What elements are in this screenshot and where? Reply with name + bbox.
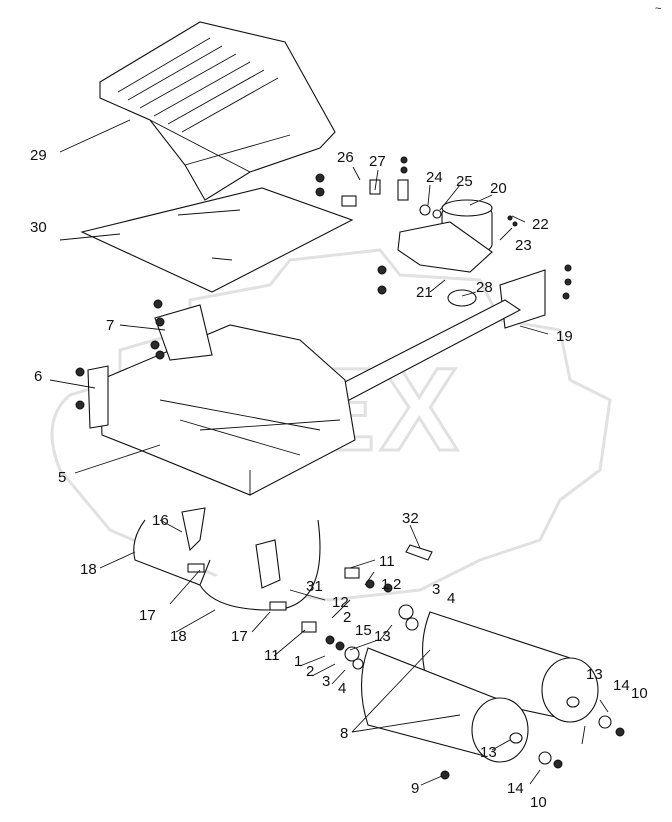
callout-13: 13 — [586, 666, 603, 683]
callout-18: 18 — [80, 561, 97, 578]
callout-10: 10 — [530, 794, 547, 811]
callout-12: 12 — [332, 594, 349, 611]
corner-mark: ~ — [655, 3, 661, 15]
callout-3: 3 — [432, 581, 440, 598]
callout-10: 10 — [631, 685, 648, 702]
callout-1: 1 — [381, 576, 389, 593]
tank-straps — [133, 507, 321, 611]
callout-labels: 29 30 26 27 24 25 20 22 23 21 28 19 7 6 … — [30, 147, 648, 811]
callout-27: 27 — [369, 153, 386, 170]
callout-17: 17 — [139, 607, 156, 624]
fittings-upper — [315, 156, 442, 295]
tank-fittings — [301, 544, 433, 670]
callout-26: 26 — [337, 149, 354, 166]
callout-2: 2 — [393, 576, 401, 593]
callout-32: 32 — [402, 510, 419, 527]
callout-1: 1 — [294, 653, 302, 670]
callout-4: 4 — [338, 680, 346, 697]
callout-15: 15 — [355, 622, 372, 639]
callout-28: 28 — [476, 279, 493, 296]
leader-lines — [49, 119, 609, 786]
callout-19: 19 — [556, 328, 573, 345]
callout-2: 2 — [343, 609, 351, 626]
air-tanks — [361, 611, 625, 780]
callout-2: 2 — [306, 663, 314, 680]
callout-9: 9 — [411, 780, 419, 797]
callout-11: 11 — [264, 647, 280, 664]
callout-18: 18 — [170, 628, 187, 645]
callout-24: 24 — [426, 169, 443, 186]
callout-22: 22 — [532, 216, 549, 233]
callout-13: 13 — [480, 744, 497, 761]
callout-5: 5 — [58, 469, 66, 486]
callout-29: 29 — [30, 147, 47, 164]
callout-11: 11 — [379, 553, 395, 570]
callout-4: 4 — [447, 590, 455, 607]
callout-25: 25 — [456, 173, 473, 190]
callout-13: 13 — [374, 628, 391, 645]
callout-7: 7 — [106, 317, 114, 334]
callout-14: 14 — [613, 677, 630, 694]
battery-cover — [99, 21, 336, 201]
callout-30: 30 — [30, 219, 47, 236]
callout-21: 21 — [416, 284, 433, 301]
callout-16: 16 — [152, 512, 169, 529]
callout-6: 6 — [34, 368, 42, 385]
battery-pad — [80, 187, 354, 293]
callout-31: 31 — [306, 578, 323, 595]
callout-23: 23 — [515, 237, 532, 254]
callout-3: 3 — [322, 673, 330, 690]
callout-20: 20 — [490, 180, 507, 197]
callout-8: 8 — [340, 725, 348, 742]
callout-17: 17 — [231, 628, 248, 645]
battery-box — [75, 299, 356, 496]
dryer-bracket — [499, 264, 572, 329]
callout-14: 14 — [507, 780, 524, 797]
